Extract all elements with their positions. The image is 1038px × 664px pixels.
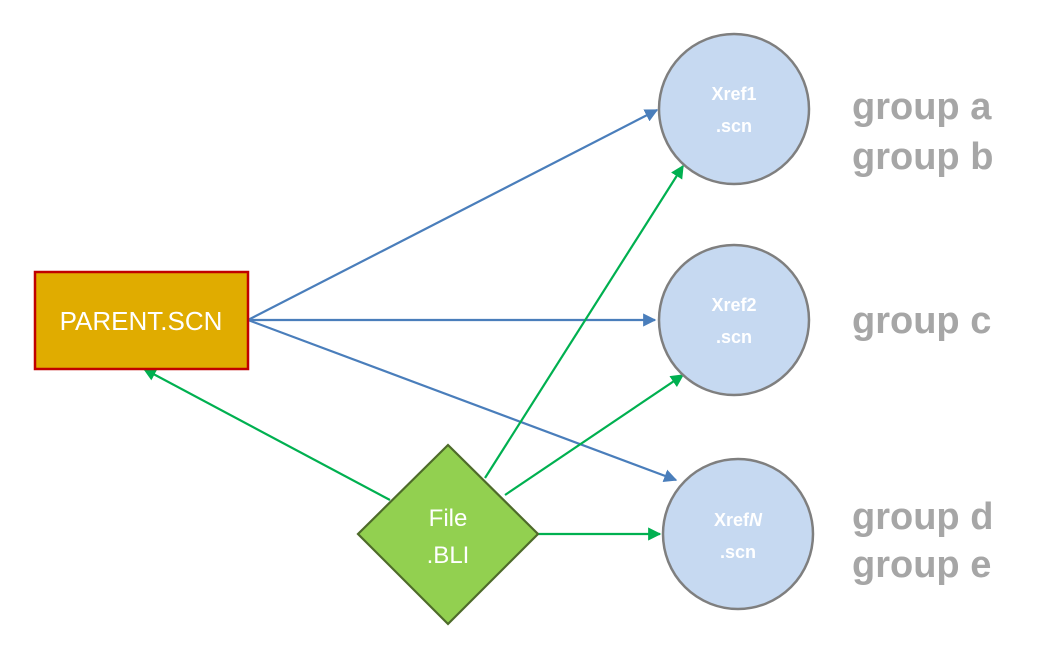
- parent-label: PARENT.SCN: [60, 306, 223, 336]
- parent-node[interactable]: PARENT.SCN: [33, 270, 250, 371]
- group-label-e: group e: [852, 544, 991, 586]
- xref1-label-line2: .scn: [716, 116, 752, 136]
- xref2-label-line1: Xref2: [711, 295, 756, 315]
- xrefN-label-suffix: N: [749, 510, 763, 530]
- edges-layer: [142, 109, 685, 541]
- xref1-circle: [657, 32, 811, 186]
- parent-box: [33, 270, 250, 371]
- xref2-label-line2: .scn: [716, 327, 752, 347]
- xref2-circle: [657, 243, 811, 397]
- file-diamond: [356, 443, 540, 626]
- file-label-line1: File: [429, 505, 468, 532]
- file-node[interactable]: File .BLI: [356, 443, 540, 626]
- xref2-node[interactable]: Xref2 .scn: [657, 243, 811, 397]
- group-label-b: group b: [852, 136, 993, 178]
- edge-file-to-xref1: [484, 164, 684, 479]
- group-labels: group a group b group c group d group e: [852, 86, 993, 586]
- group-label-a: group a: [852, 86, 992, 128]
- xrefN-label-line1: XrefN: [714, 510, 763, 530]
- xrefN-label-prefix: Xref: [714, 510, 750, 530]
- xrefN-label-line2: .scn: [720, 542, 756, 562]
- group-label-d: group d: [852, 496, 993, 538]
- edge-parent-to-xrefN: [247, 318, 678, 483]
- xref1-node[interactable]: Xref1 .scn: [657, 32, 811, 186]
- edge-parent-to-xref1: [247, 109, 659, 321]
- file-label-line2: .BLI: [427, 542, 470, 569]
- xrefN-node[interactable]: XrefN .scn: [661, 457, 815, 611]
- xref1-label-line1: Xref1: [711, 84, 756, 104]
- edge-file-to-xref2: [504, 374, 685, 496]
- group-label-c: group c: [852, 300, 991, 342]
- xrefN-circle: [661, 457, 815, 611]
- edge-file-to-parent: [142, 368, 391, 501]
